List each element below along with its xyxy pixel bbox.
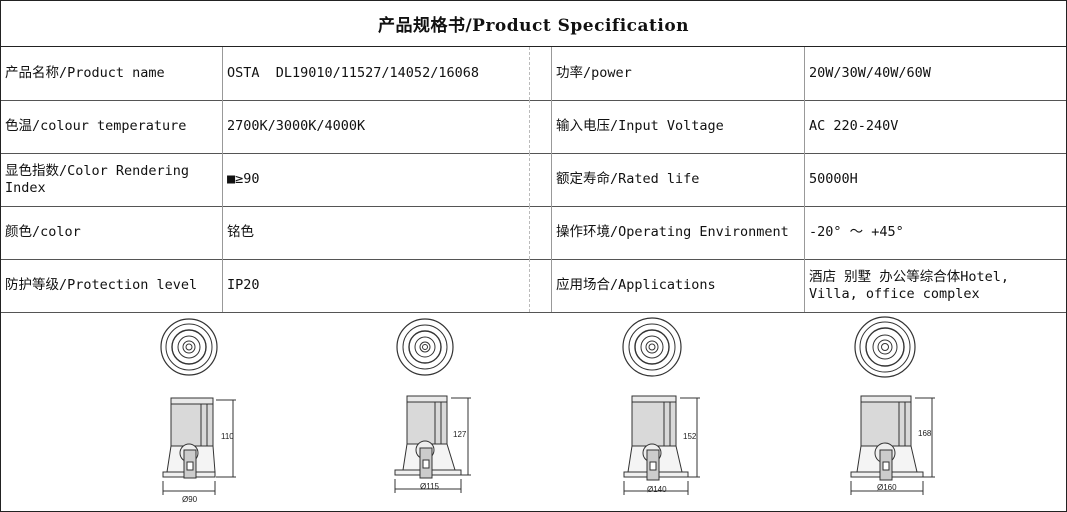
- spacer-cell: [530, 259, 552, 312]
- height-dimension: 152: [683, 432, 697, 441]
- table-row: 颜色/color 铭色 操作环境/Operating Environment -…: [1, 206, 1066, 260]
- height-dimension: 110: [221, 432, 234, 441]
- height-dimension: 168: [918, 429, 932, 438]
- diameter-dimension: Ø160: [877, 483, 897, 492]
- downlight-drawing: 127 Ø115: [394, 318, 471, 493]
- row-label: 色温/colour temperature: [1, 100, 223, 153]
- height-dimension: 127: [453, 430, 467, 439]
- product-drawings: 110 Ø90: [160, 316, 935, 504]
- spacer-cell: [530, 206, 552, 259]
- table-row: 显色指数/Color Rendering Index ■≥90 额定寿命/Rat…: [1, 153, 1066, 207]
- row-label: 输入电压/Input Voltage: [552, 100, 805, 153]
- diameter-dimension: Ø90: [182, 495, 198, 504]
- downlight-top-view: [622, 317, 682, 377]
- sheet-title: 产品规格书/Product Specification: [1, 1, 1066, 47]
- row-value: 酒店 别墅 办公等综合体Hotel, Villa, office complex: [809, 268, 1018, 302]
- row-label: 应用场合/Applications: [552, 259, 805, 312]
- row-label: 防护等级/Protection level: [1, 259, 223, 312]
- row-label: 功率/power: [552, 47, 805, 100]
- row-value: IP20: [223, 259, 530, 312]
- table-row: 色温/colour temperature 2700K/3000K/4000K …: [1, 100, 1066, 154]
- table-row: 产品名称/Product name OSTA DL19010/11527/140…: [1, 47, 1066, 101]
- row-value: 50000H: [809, 171, 858, 187]
- downlight-side-view: [162, 397, 236, 495]
- downlight-drawing: 168 Ø160: [850, 316, 935, 495]
- downlight-drawing: 152 Ø140: [622, 317, 700, 495]
- row-value: ■≥90: [223, 153, 530, 206]
- row-value: OSTA DL19010/11527/14052/16068: [223, 47, 530, 100]
- spacer-cell: [530, 47, 552, 100]
- spacer-cell: [530, 100, 552, 153]
- row-value: AC 220-240V: [809, 118, 899, 134]
- row-value: -20° ～ +45°: [809, 224, 904, 240]
- row-label: 颜色/color: [1, 206, 223, 259]
- row-label: 产品名称/Product name: [1, 47, 223, 100]
- downlight-drawing: 110 Ø90: [160, 318, 236, 504]
- downlight-top-view: [854, 316, 916, 378]
- spacer-cell: [530, 153, 552, 206]
- downlight-side-view: [850, 395, 935, 495]
- table-row: 防护等级/Protection level IP20 应用场合/Applicat…: [1, 259, 1066, 313]
- downlight-top-view: [160, 318, 218, 376]
- diameter-dimension: Ø115: [420, 482, 440, 491]
- diameter-dimension: Ø140: [647, 485, 667, 494]
- downlight-side-view: [623, 395, 700, 495]
- row-value: 2700K/3000K/4000K: [223, 100, 530, 153]
- downlight-side-view: [394, 395, 471, 493]
- downlight-top-view: [396, 318, 454, 376]
- row-label: 操作环境/Operating Environment: [552, 206, 805, 259]
- row-value: 铭色: [223, 206, 530, 259]
- row-value: 20W/30W/40W/60W: [809, 65, 931, 81]
- row-label: 显色指数/Color Rendering Index: [1, 153, 223, 206]
- row-label: 额定寿命/Rated life: [552, 153, 805, 206]
